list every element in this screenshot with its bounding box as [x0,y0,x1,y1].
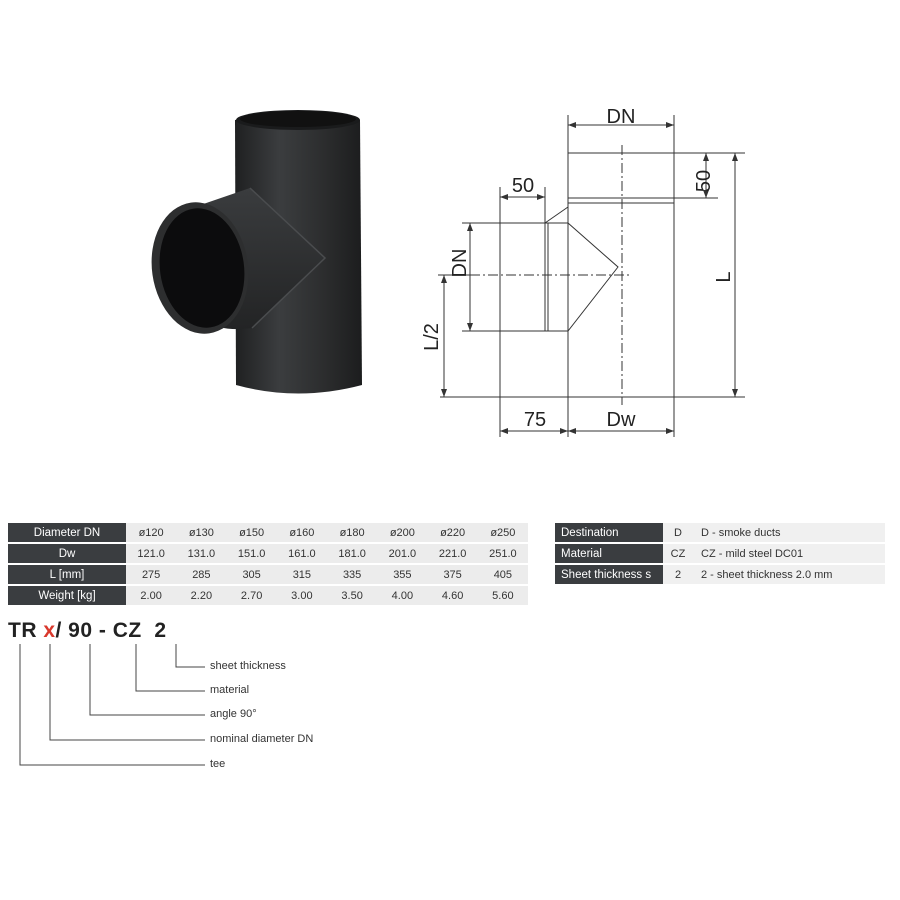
code-row-desc: 2 - sheet thickness 2.0 mm [693,564,885,586]
spec-cell: 181.0 [327,543,378,565]
code-row-label: Sheet thickness s [555,564,663,586]
code-row-code: CZ [663,543,693,565]
spec-cell: 285 [176,564,227,586]
spec-cell: 201.0 [377,543,428,565]
spec-row-label: Dw [8,543,126,565]
spec-cell: 335 [327,564,378,586]
code-prefix: TR [8,619,44,642]
spec-cell: 151.0 [226,543,277,565]
spec-cell: ø220 [427,523,478,544]
spec-cell: ø120 [126,523,177,544]
spec-cell: 3.00 [276,585,327,607]
spec-cell: 161.0 [276,543,327,565]
spec-cell: 275 [126,564,177,586]
spec-cell: ø160 [276,523,327,544]
spec-cell: 2.20 [176,585,227,607]
product-photo [151,110,362,394]
spec-cell: ø250 [477,523,528,544]
spec-cell: 4.60 [427,585,478,607]
legend-angle: angle 90° [210,708,257,720]
product-code: TR x/ 90 - CZ 2 [8,619,167,643]
dim-l: L [713,271,735,282]
legend-sheet-thickness: sheet thickness [210,660,286,672]
spec-cell: 2.70 [226,585,277,607]
spec-cell: ø150 [226,523,277,544]
dim-dw: Dw [607,409,636,431]
spec-cell: ø180 [327,523,378,544]
dim-50-top: 50 [693,170,715,192]
spec-row-label: Weight [kg] [8,585,126,607]
code-row-label: Material [555,543,663,565]
spec-cell: 3.50 [327,585,378,607]
code-row-desc: CZ - mild steel DC01 [693,543,885,565]
code-row-desc: D - smoke ducts [693,523,885,544]
code-row-code: D [663,523,693,544]
code-x: x [43,619,56,642]
spec-cell: 2.00 [126,585,177,607]
spec-cell: ø200 [377,523,428,544]
dim-dn-left: DN [449,249,471,278]
spec-cell: 375 [427,564,478,586]
spec-cell: 251.0 [477,543,528,565]
spec-row-label: L [mm] [8,564,126,586]
spec-cell: 131.0 [176,543,227,565]
spec-cell: 405 [477,564,528,586]
legend-tee: tee [210,758,226,770]
dim-50-left: 50 [512,175,534,197]
legend-nominal-diameter: nominal diameter DN [210,733,314,745]
spec-cell: 4.00 [377,585,428,607]
spec-cell: 221.0 [427,543,478,565]
spec-cell: ø130 [176,523,227,544]
dim-dn-top: DN [607,106,636,128]
spec-cell: 305 [226,564,277,586]
code-rest: / 90 - CZ 2 [55,619,167,642]
legend-material: material [210,684,250,696]
code-row-label: Destination [555,523,663,544]
technical-drawing: DN 50 50 DN L/2 L 75 Dw [421,106,745,437]
dim-75: 75 [524,409,546,431]
dim-l-half: L/2 [421,323,443,351]
spec-cell: 121.0 [126,543,177,565]
legend-leader-lines [19,644,205,766]
spec-cell: 315 [276,564,327,586]
spec-cell: 355 [377,564,428,586]
spec-cell: 5.60 [477,585,528,607]
spec-row-label: Diameter DN [8,523,126,544]
code-row-code: 2 [663,564,693,586]
